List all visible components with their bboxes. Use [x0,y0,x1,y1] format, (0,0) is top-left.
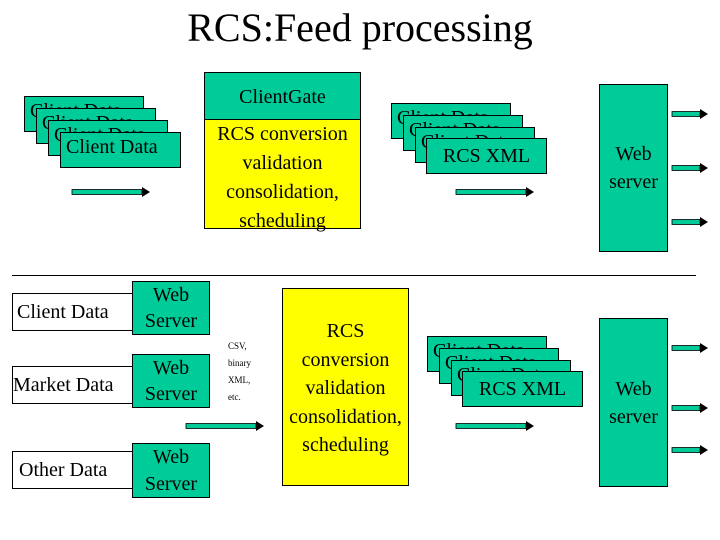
rcs-xml-label: RCS XML [478,378,567,400]
arrow-client-to-gate [71,187,150,197]
format-item: etc. [228,392,241,402]
format-list: CSV, binary XML, etc. [228,338,251,406]
process-line: consolidation, [226,181,339,203]
arrow-out-top-3 [671,217,708,227]
rcs-xml-label: RCS XML [442,145,531,167]
client-gate-label: ClientGate [239,86,326,108]
web-server-line: Server [144,383,198,405]
format-item: binary [228,358,251,368]
web-server-line: Web [152,357,190,379]
web-server-line: Server [144,310,198,332]
web-server-line: Server [144,473,198,495]
top-web-server: Web server [599,84,668,252]
web-server-line: Web [615,377,652,400]
client-data-box-4: Client Data [60,132,181,168]
source-label: Market Data [13,374,114,396]
client-data-label: Client Data [66,136,158,158]
format-item: XML, [228,375,251,385]
source-box-market-data: Market Data [12,366,133,404]
source-box-other-data: Other Data [12,451,133,489]
web-server-line: Web [152,284,190,306]
arrow-rcs-xml-to-server [455,421,534,431]
arrow-out-top-2 [671,163,708,173]
section-divider [12,275,696,276]
arrow-out-bottom-1 [671,343,708,353]
process-line: RCS [326,320,365,342]
source-label: Other Data [19,459,108,481]
process-line: validation [305,377,386,399]
process-line: scheduling [239,210,326,232]
web-server-line: server [609,171,658,193]
arrow-xml-to-server [455,187,534,197]
process-line: conversion [301,348,390,371]
process-line: RCS conversion [217,123,348,145]
client-gate-header: ClientGate [204,72,361,120]
rcs-xml-box: RCS XML [426,138,547,174]
arrow-out-top-1 [671,109,708,119]
source-box-client-data: Client Data [12,293,133,331]
rcs-xml-box: RCS XML [462,371,583,407]
rcs-process-box: RCS conversion validation consolidation,… [282,288,409,486]
source-web-server-2: Web Server [132,354,210,408]
web-server-line: Web [152,446,190,468]
process-line: scheduling [302,434,389,456]
bottom-web-server: Web server [599,318,668,487]
format-item: CSV, [228,341,247,351]
process-line: consolidation, [289,405,402,428]
arrow-out-bottom-2 [671,403,708,413]
web-server-line: server [609,405,658,428]
source-web-server-1: Web Server [132,281,210,335]
process-line: validation [242,152,323,174]
source-label: Client Data [17,301,109,323]
arrow-out-bottom-3 [671,445,708,455]
client-gate-process-box: RCS conversion validation consolidation,… [204,119,361,232]
web-server-line: Web [615,143,652,165]
diagram-title: RCS:Feed processing [187,5,533,50]
arrow-sources-to-rcs [185,421,264,431]
source-web-server-3: Web Server [132,443,210,498]
